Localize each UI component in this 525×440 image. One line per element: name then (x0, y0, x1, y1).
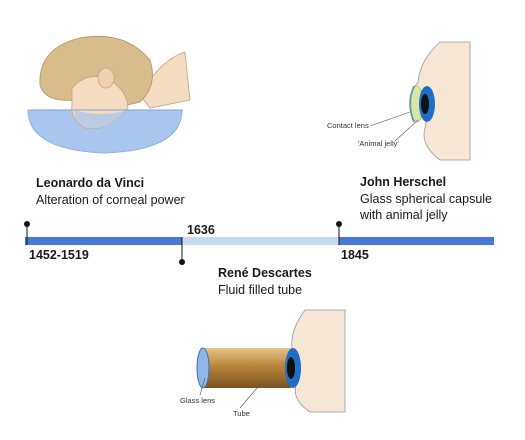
label-animal-jelly: 'Animal jelly' (358, 139, 399, 148)
event-name-leonardo: Leonardo da Vinci (36, 176, 145, 190)
tube-body (203, 348, 291, 388)
herschel-illustration (369, 41, 471, 161)
event-name-descartes: René Descartes (218, 266, 312, 280)
timeline-segment-3 (339, 237, 494, 245)
marker-leonardo (24, 221, 30, 227)
event-description-leonardo: Alteration of corneal power (36, 193, 185, 207)
event-year-leonardo: 1452-1519 (29, 248, 89, 262)
timeline (24, 221, 494, 265)
event-year-descartes: 1636 (187, 223, 215, 237)
event-year-herschel: 1845 (341, 248, 369, 262)
marker-descartes (179, 259, 185, 265)
timeline-segment-1 (25, 237, 182, 245)
head-hair (39, 35, 153, 106)
leonardo-illustration (27, 35, 191, 154)
marker-herschel (336, 221, 342, 227)
event-description-herschel: Glass spherical capsule with animal jell… (360, 192, 493, 222)
descartes-illustration (196, 309, 346, 413)
label-glass-lens: Glass lens (180, 396, 216, 405)
timeline-segment-2 (182, 237, 339, 245)
event-name-herschel: John Herschel (360, 175, 447, 189)
label-tube: Tube (233, 409, 250, 418)
ear (97, 67, 115, 89)
tube-front-glass-lens (196, 347, 210, 389)
event-description-descartes: Fluid filled tube (218, 283, 303, 297)
label-contact-lens: Contact lens (327, 121, 369, 130)
water-basin (27, 109, 183, 154)
contact-lens (409, 85, 415, 123)
neck (139, 51, 191, 109)
